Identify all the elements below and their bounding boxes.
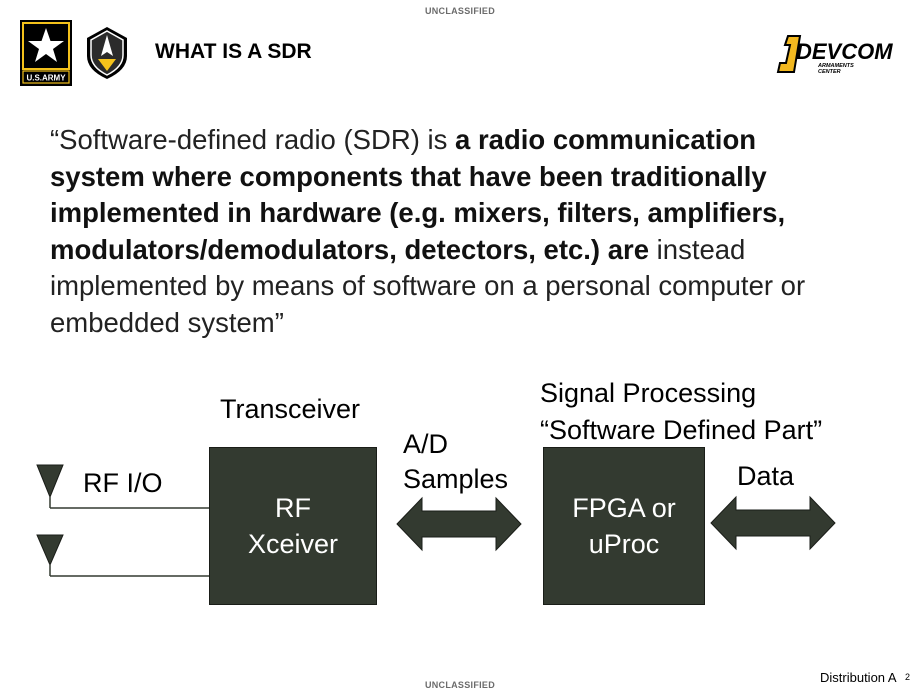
classification-bottom: UNCLASSIFIED: [424, 680, 496, 690]
rf-box-line-1: RF: [275, 493, 311, 523]
devcom-logo: DEVCOM ARMAMENTS CENTER: [776, 35, 893, 75]
sdr-definition-quote: “Software-defined radio (SDR) is a radio…: [50, 122, 850, 341]
devcom-logo-text: DEVCOM: [796, 39, 893, 64]
antenna-diagram: [36, 464, 210, 577]
classification-top: UNCLASSIFIED: [424, 6, 496, 16]
antenna-top-icon: [36, 464, 64, 499]
us-army-logo: U.S.ARMY: [20, 20, 72, 86]
ad-label-line-1: A/D: [403, 429, 449, 459]
fpga-box-line-1: FPGA or: [572, 493, 676, 523]
quote-bold: a radio communication system where compo…: [50, 124, 786, 265]
slide-title: WHAT IS A SDR: [155, 40, 312, 63]
quote-part-1: “Software-defined radio (SDR) is: [50, 124, 456, 155]
devcom-sub-2: CENTER: [818, 69, 841, 75]
signal-processing-label: Signal Processing: [540, 378, 757, 408]
command-emblem-icon: [87, 27, 127, 79]
transceiver-label: Transceiver: [220, 394, 361, 424]
devcom-sub-1: ARMAMENTS: [817, 63, 854, 69]
antenna-bottom-icon: [36, 534, 64, 567]
software-defined-part-label: “Software Defined Part”: [540, 415, 823, 445]
fpga-box-line-2: uProc: [588, 529, 660, 559]
distribution-label: Distribution A: [820, 670, 897, 685]
rf-io-label: RF I/O: [83, 468, 163, 498]
fpga-uproc-box: FPGA or uProc: [543, 447, 705, 605]
ad-label-line-2: Samples: [403, 464, 509, 494]
army-logo-text: U.S.ARMY: [26, 74, 66, 83]
quote-part-2: instead implemented by means of software…: [50, 233, 806, 338]
rf-xceiver-box: RF Xceiver: [209, 447, 377, 605]
ad-double-arrow-icon: [396, 496, 522, 552]
page-number: 2: [905, 672, 911, 682]
rf-box-line-2: Xceiver: [247, 529, 339, 559]
data-double-arrow-icon: [710, 495, 836, 551]
data-label: Data: [737, 461, 795, 491]
